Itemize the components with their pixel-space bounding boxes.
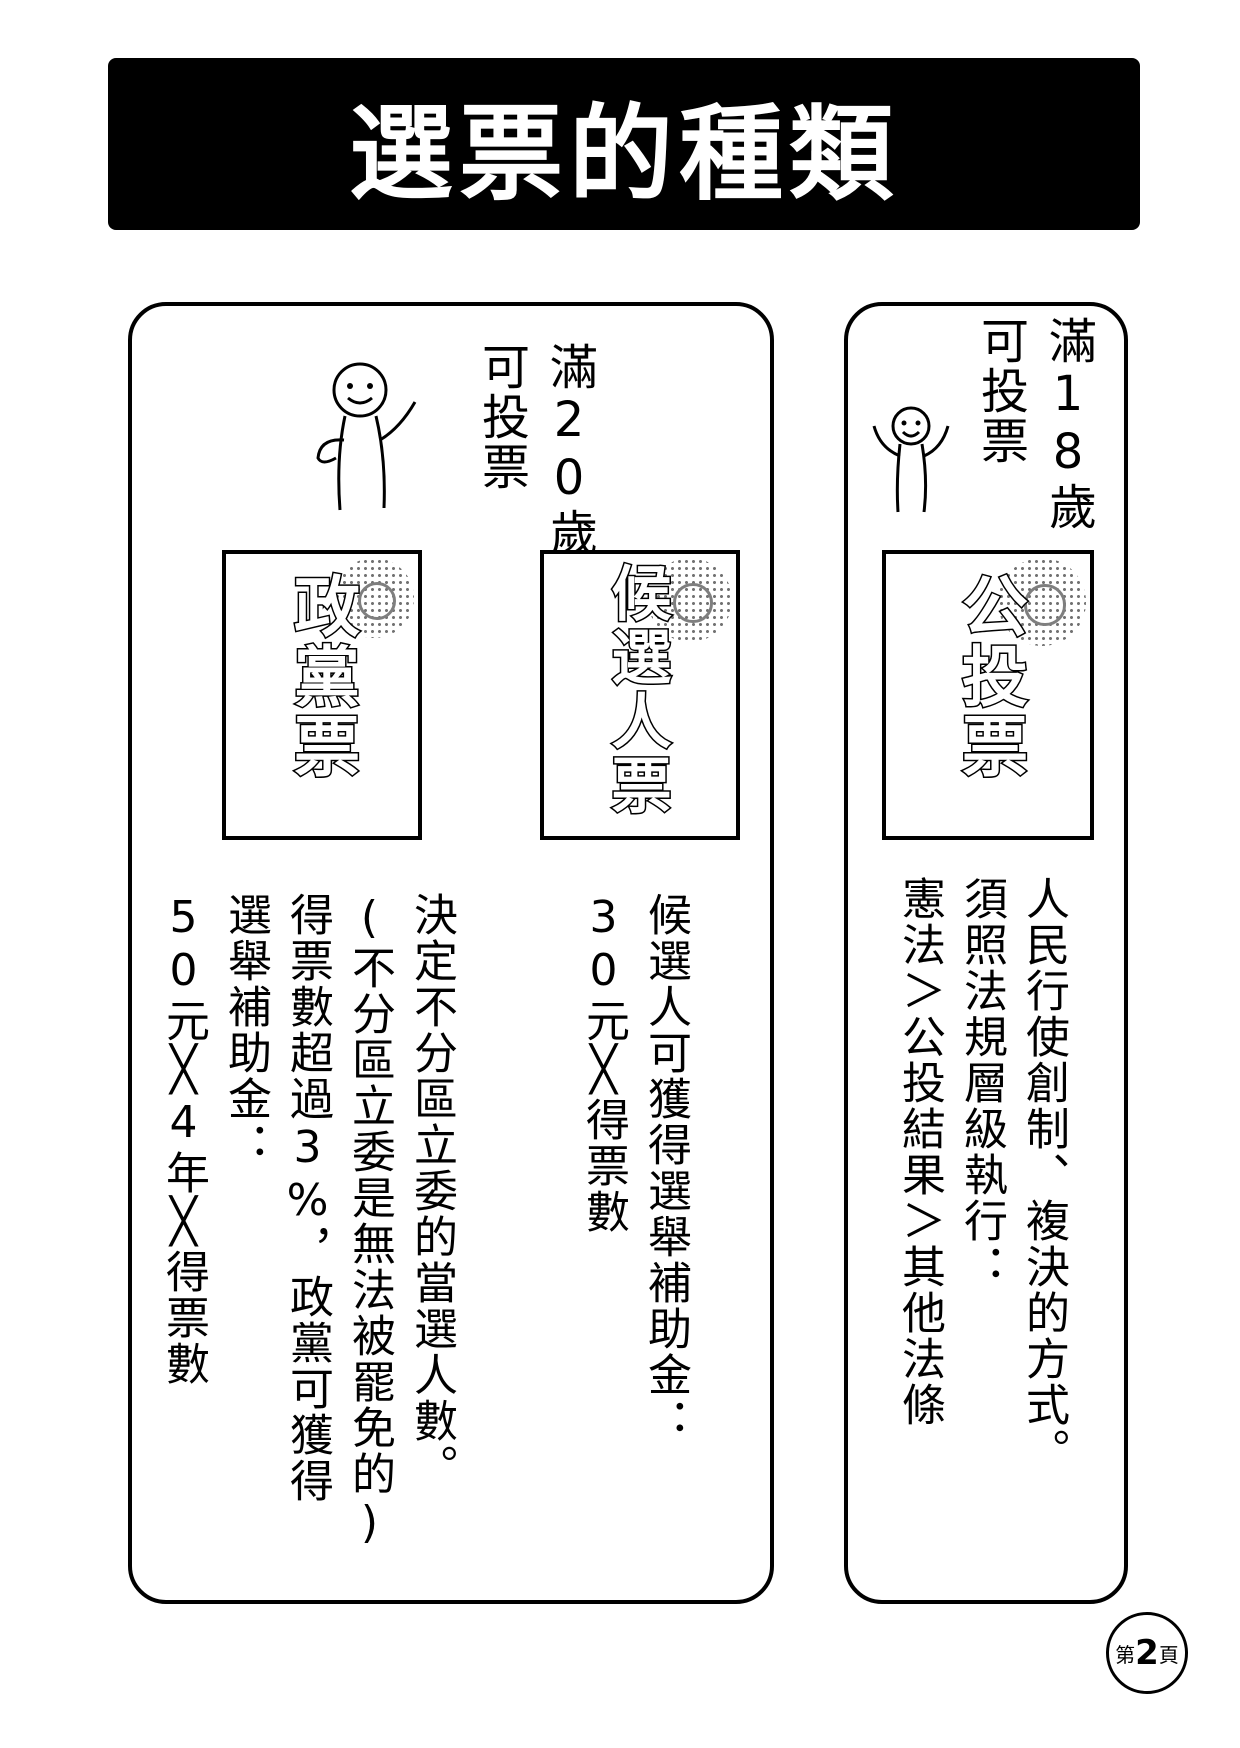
page-prefix: 第 [1115, 1642, 1136, 1667]
stamp-icon [334, 558, 414, 638]
stick-figure-icon [316, 362, 417, 511]
left-eligibility: 滿20歲 可投票 [473, 342, 597, 558]
party-note: 決定不分區立委的當選人數。 (不分區立委是無法被罷免的) 得票數超過3%，政黨可… [158, 892, 457, 1550]
page-number-badge: 第 2 頁 [1106, 1612, 1188, 1694]
party-ballot-label: 政黨票 [282, 571, 362, 784]
left-panel: 滿20歲 可投票 政黨票 候選人票 候選人可獲得選舉補助金： 30元╳得票數 決… [128, 302, 774, 1604]
right-eligibility: 滿18歲 可投票 [972, 316, 1096, 532]
stamp-icon [648, 558, 732, 642]
right-panel: 滿18歲 可投票 公投票 人民行使創制、複決的方式。 須照法規層級執行： 憲法＞… [844, 302, 1128, 1604]
page-title: 選票的種類 [348, 92, 899, 215]
candidate-ballot: 候選人票 [540, 550, 740, 840]
stick-figure-icon [872, 406, 950, 513]
stamp-icon [998, 558, 1086, 646]
page-number: 2 [1135, 1633, 1159, 1673]
referendum-ballot-label: 公投票 [950, 571, 1030, 784]
candidate-ballot-label: 候選人票 [600, 561, 673, 820]
candidate-note: 候選人可獲得選舉補助金： 30元╳得票數 [578, 892, 691, 1444]
party-ballot: 政黨票 [222, 550, 422, 840]
title-bar: 選票的種類 [108, 58, 1140, 230]
referendum-note: 人民行使創制、複決的方式。 須照法規層級執行： 憲法＞公投結果＞其他法條 [894, 876, 1069, 1474]
referendum-ballot: 公投票 [882, 550, 1094, 840]
page-suffix: 頁 [1158, 1642, 1179, 1667]
